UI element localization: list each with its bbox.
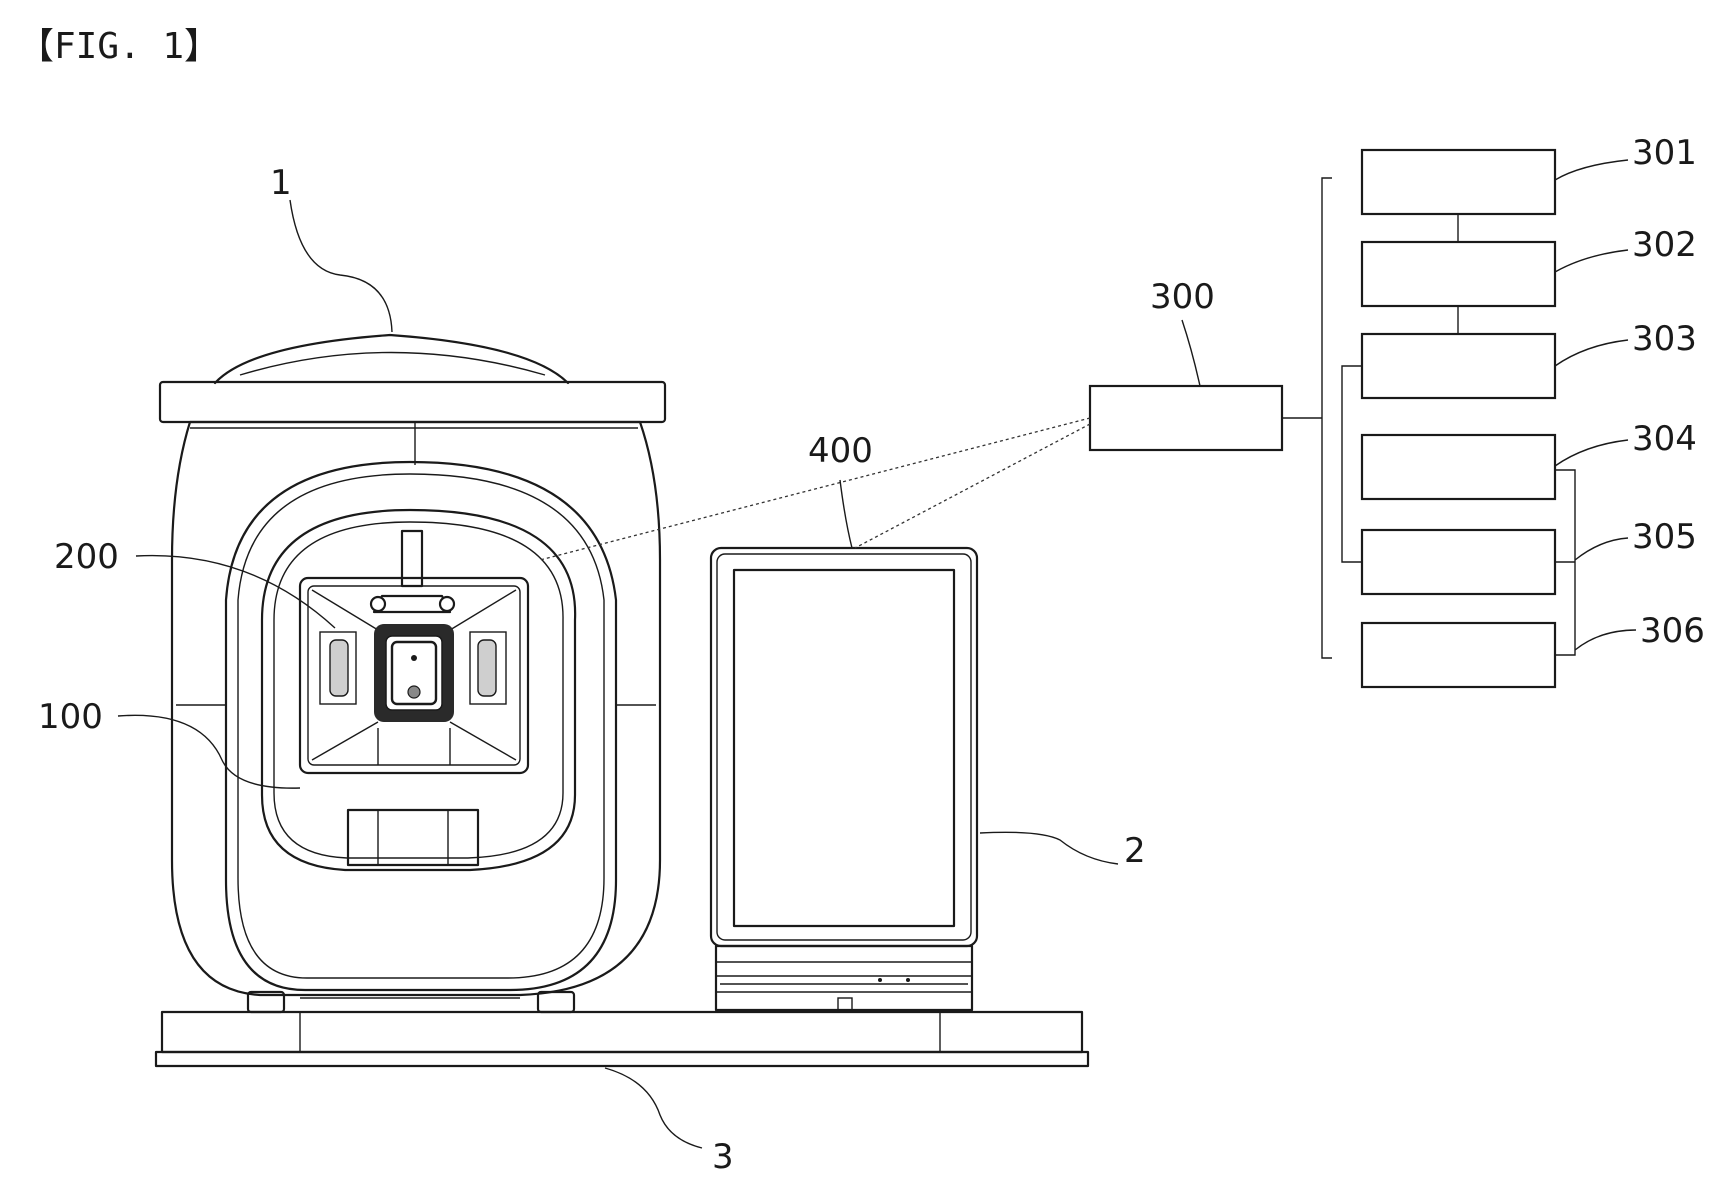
ref-label-302: 302	[1632, 225, 1697, 265]
leader-303	[1554, 339, 1629, 367]
group-bracket	[1321, 177, 1332, 659]
leader-2	[979, 831, 1119, 865]
lens-icon	[407, 685, 421, 699]
leader-302	[1554, 249, 1629, 273]
figure-caption: 【FIG. 1】	[18, 26, 220, 67]
module-box-302	[1360, 240, 1557, 308]
ref-label-2: 2	[1124, 831, 1146, 871]
front-bezel-outer	[224, 460, 618, 992]
ref-label-1: 1	[270, 163, 292, 203]
leader-200	[135, 554, 336, 629]
leader-306	[1574, 629, 1637, 651]
ref-label-303: 303	[1632, 319, 1697, 359]
chin-rest	[346, 808, 480, 867]
module-stack	[1282, 148, 1576, 689]
leader-100	[117, 714, 301, 789]
base-plate-bottom	[154, 1050, 1090, 1068]
module-box-301	[1360, 148, 1557, 216]
leader-400	[839, 479, 853, 549]
sensor-dot-icon	[411, 655, 417, 661]
ref-label-306: 306	[1640, 611, 1705, 651]
comm-line-device	[539, 417, 1091, 561]
skin-analyzer-device	[158, 333, 667, 1014]
base-plate	[154, 1010, 1090, 1068]
right-light-element	[477, 639, 497, 697]
device-body	[170, 420, 662, 997]
comm-line-display	[854, 423, 1091, 549]
right-light-panel	[469, 631, 507, 705]
module-box-304	[1360, 433, 1557, 501]
ref-label-301: 301	[1632, 133, 1697, 173]
leader-3	[604, 1067, 703, 1149]
display-terminal	[709, 546, 979, 1012]
face-opening	[260, 508, 577, 872]
ref-label-304: 304	[1632, 419, 1697, 459]
leader-305	[1574, 537, 1629, 561]
ref-label-3: 3	[712, 1137, 734, 1177]
camera-arm	[400, 529, 424, 588]
ref-label-400: 400	[808, 431, 873, 471]
display-frame	[709, 546, 979, 948]
ref-label-300: 300	[1150, 277, 1215, 317]
device-top-cap	[158, 380, 667, 424]
module-box-303	[1360, 332, 1557, 400]
link-303-305	[1341, 365, 1362, 563]
module-box-305	[1360, 528, 1557, 596]
display-connector	[837, 997, 853, 1011]
device-foot-right	[536, 990, 576, 1014]
leader-300	[1181, 319, 1201, 387]
display-stand	[714, 944, 974, 1012]
controller-block	[1088, 384, 1284, 452]
ref-label-200: 200	[54, 537, 119, 577]
ref-label-305: 305	[1632, 517, 1697, 557]
display-screen	[732, 568, 956, 928]
camera-module	[298, 576, 530, 775]
left-light-element	[329, 639, 349, 697]
left-light-panel	[319, 631, 357, 705]
module-box-306	[1360, 621, 1557, 689]
device-dome	[213, 333, 570, 385]
leader-1	[289, 199, 393, 333]
device-dome-inner	[239, 351, 546, 376]
leader-304	[1554, 439, 1629, 467]
leader-301	[1554, 159, 1629, 181]
ref-label-100: 100	[38, 697, 103, 737]
